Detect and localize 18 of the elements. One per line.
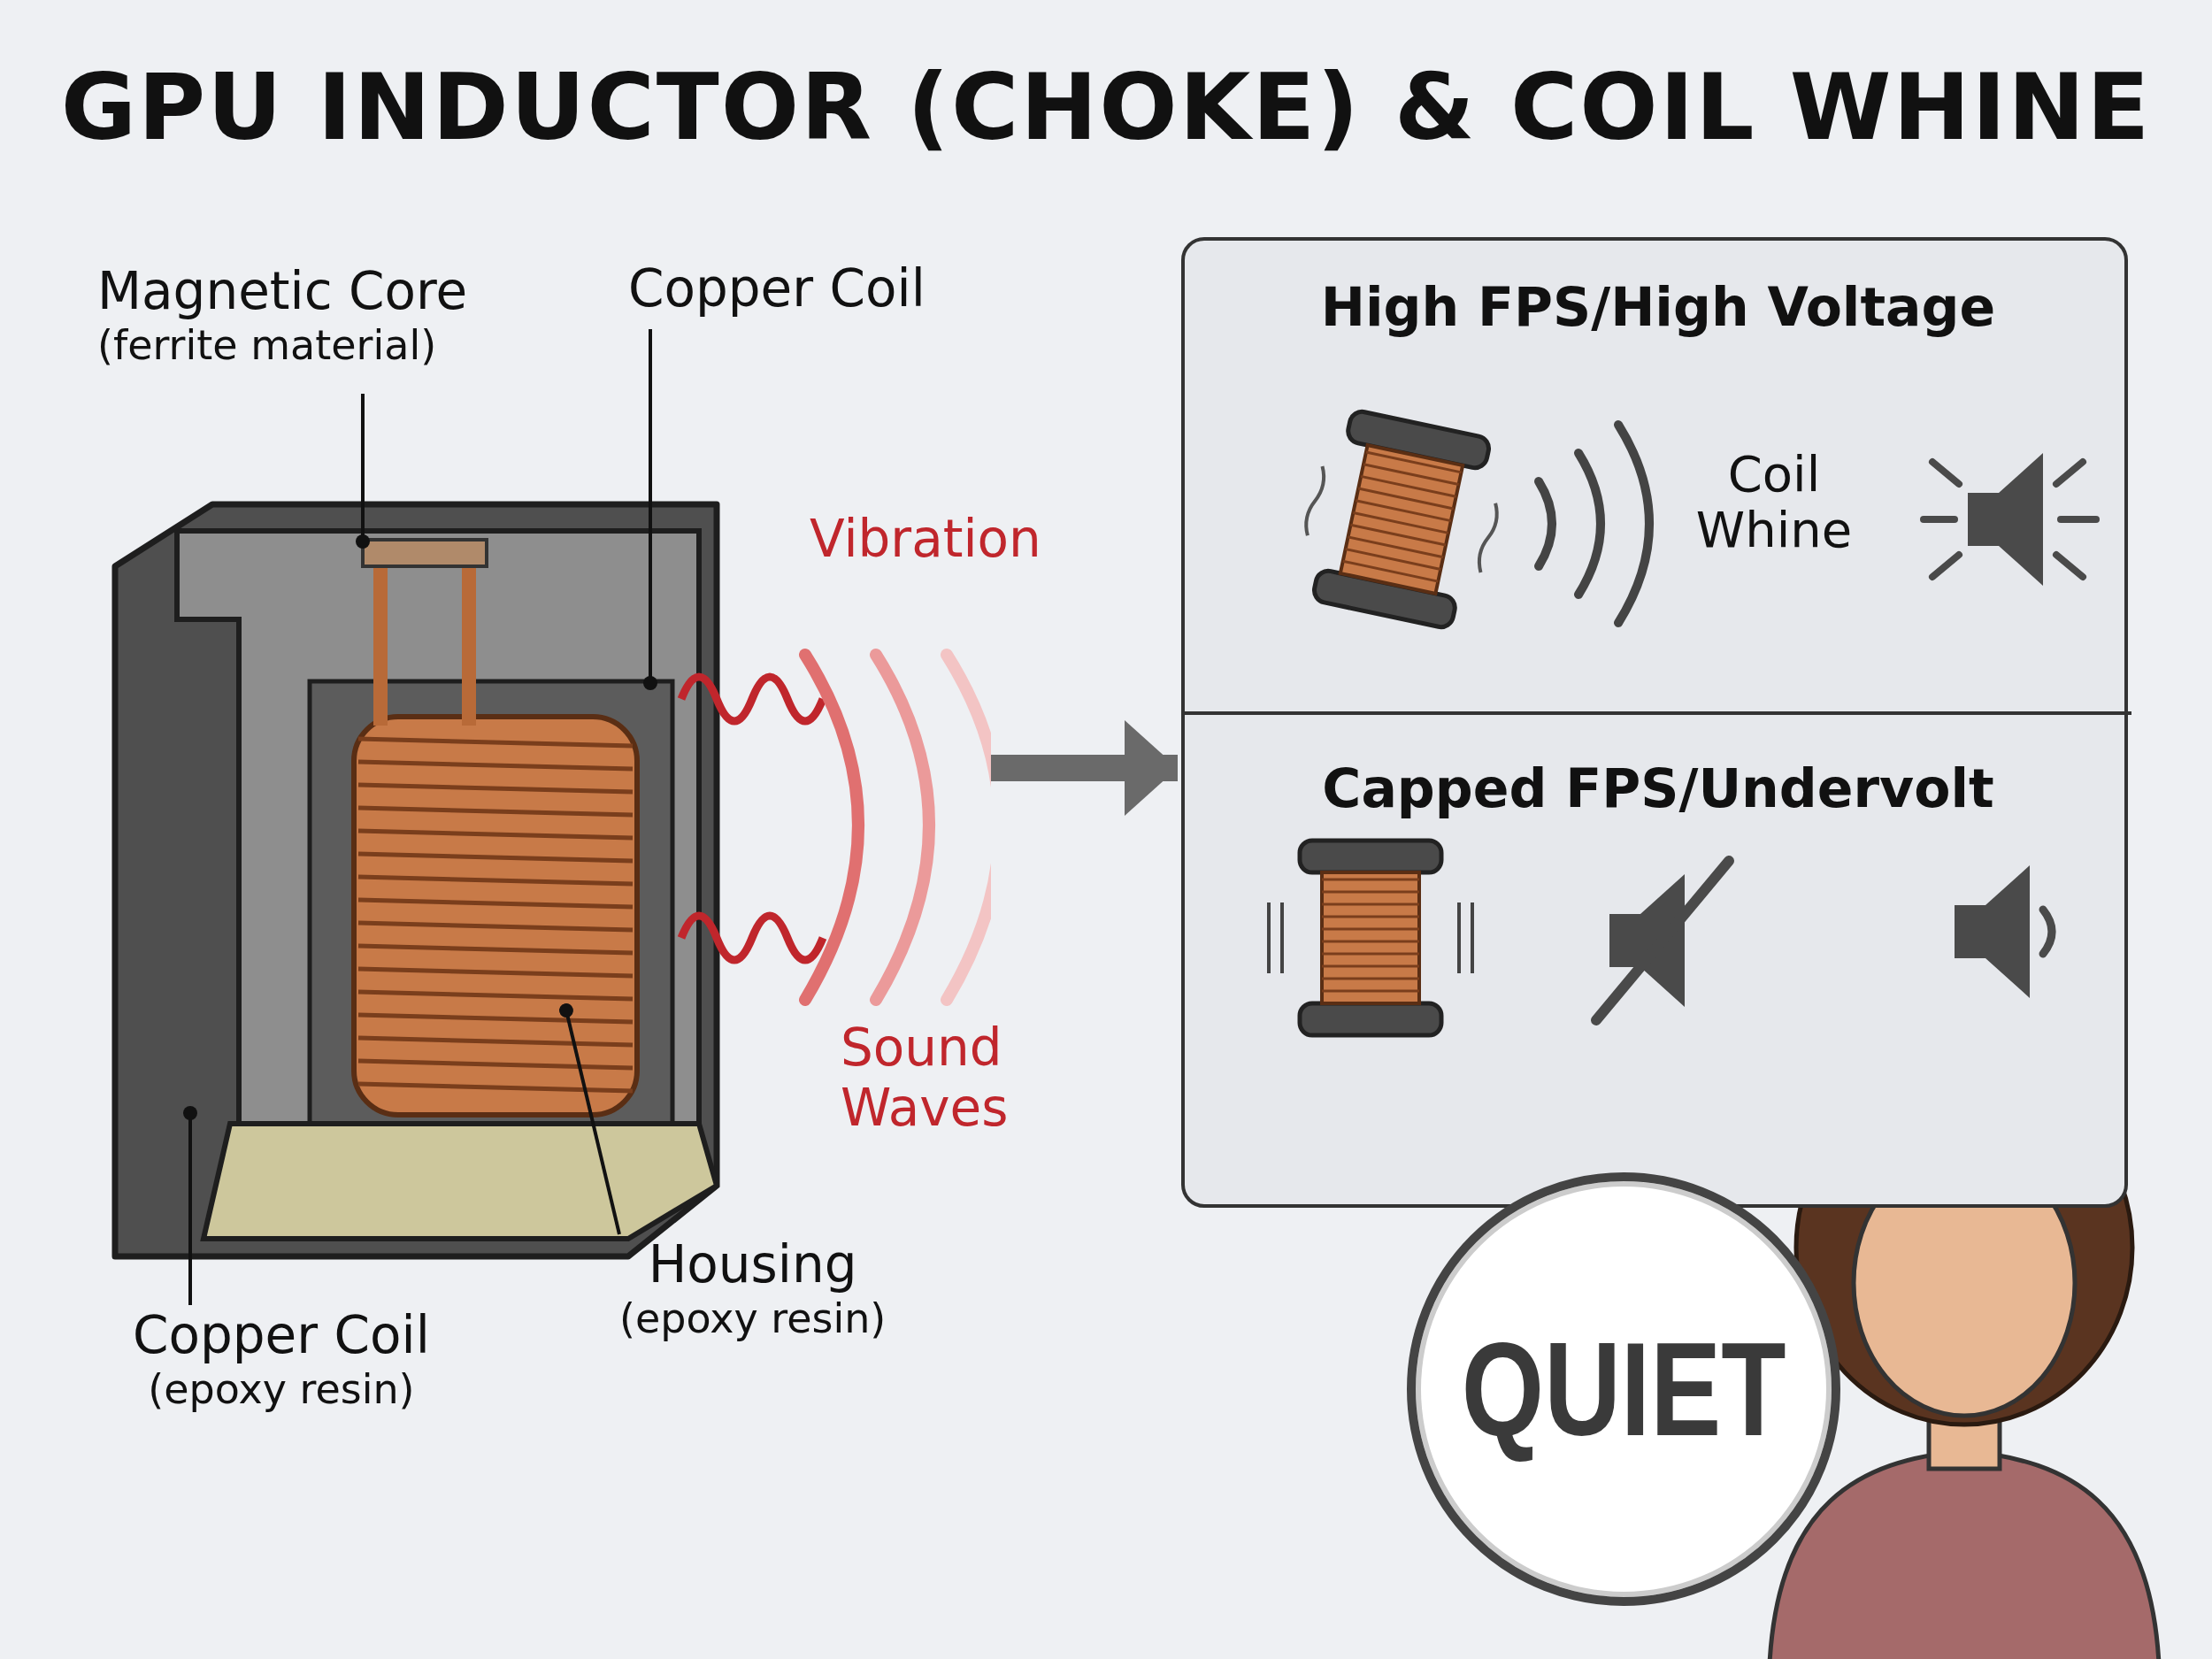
block-arrow	[991, 720, 1178, 816]
part-name: Housing	[647, 1234, 858, 1294]
annotation-label: Sound Waves	[841, 1018, 1010, 1139]
leader-line	[559, 1003, 621, 1235]
leader-line	[183, 1106, 197, 1305]
sign-text: QUIET	[1461, 1313, 1786, 1465]
part-name: Copper Coil	[133, 1305, 430, 1365]
section-heading: High FPS/High Voltage	[1319, 276, 1997, 338]
part-note: (epoxy resin)	[619, 1294, 887, 1342]
leader-line	[356, 394, 370, 549]
title: GPU INDUCTOR (CHOKE) & COIL WHINE	[59, 53, 2153, 161]
section-heading: Capped FPS/Undervolt	[1321, 757, 1995, 819]
part-name: Magnetic Core	[97, 261, 469, 321]
annotation-label: Vibration	[810, 509, 1041, 569]
part-note: (ferrite material)	[97, 321, 438, 369]
leader-line	[643, 329, 657, 690]
part-note: (epoxy resin)	[147, 1365, 416, 1413]
part-name: Copper Coil	[628, 258, 926, 319]
